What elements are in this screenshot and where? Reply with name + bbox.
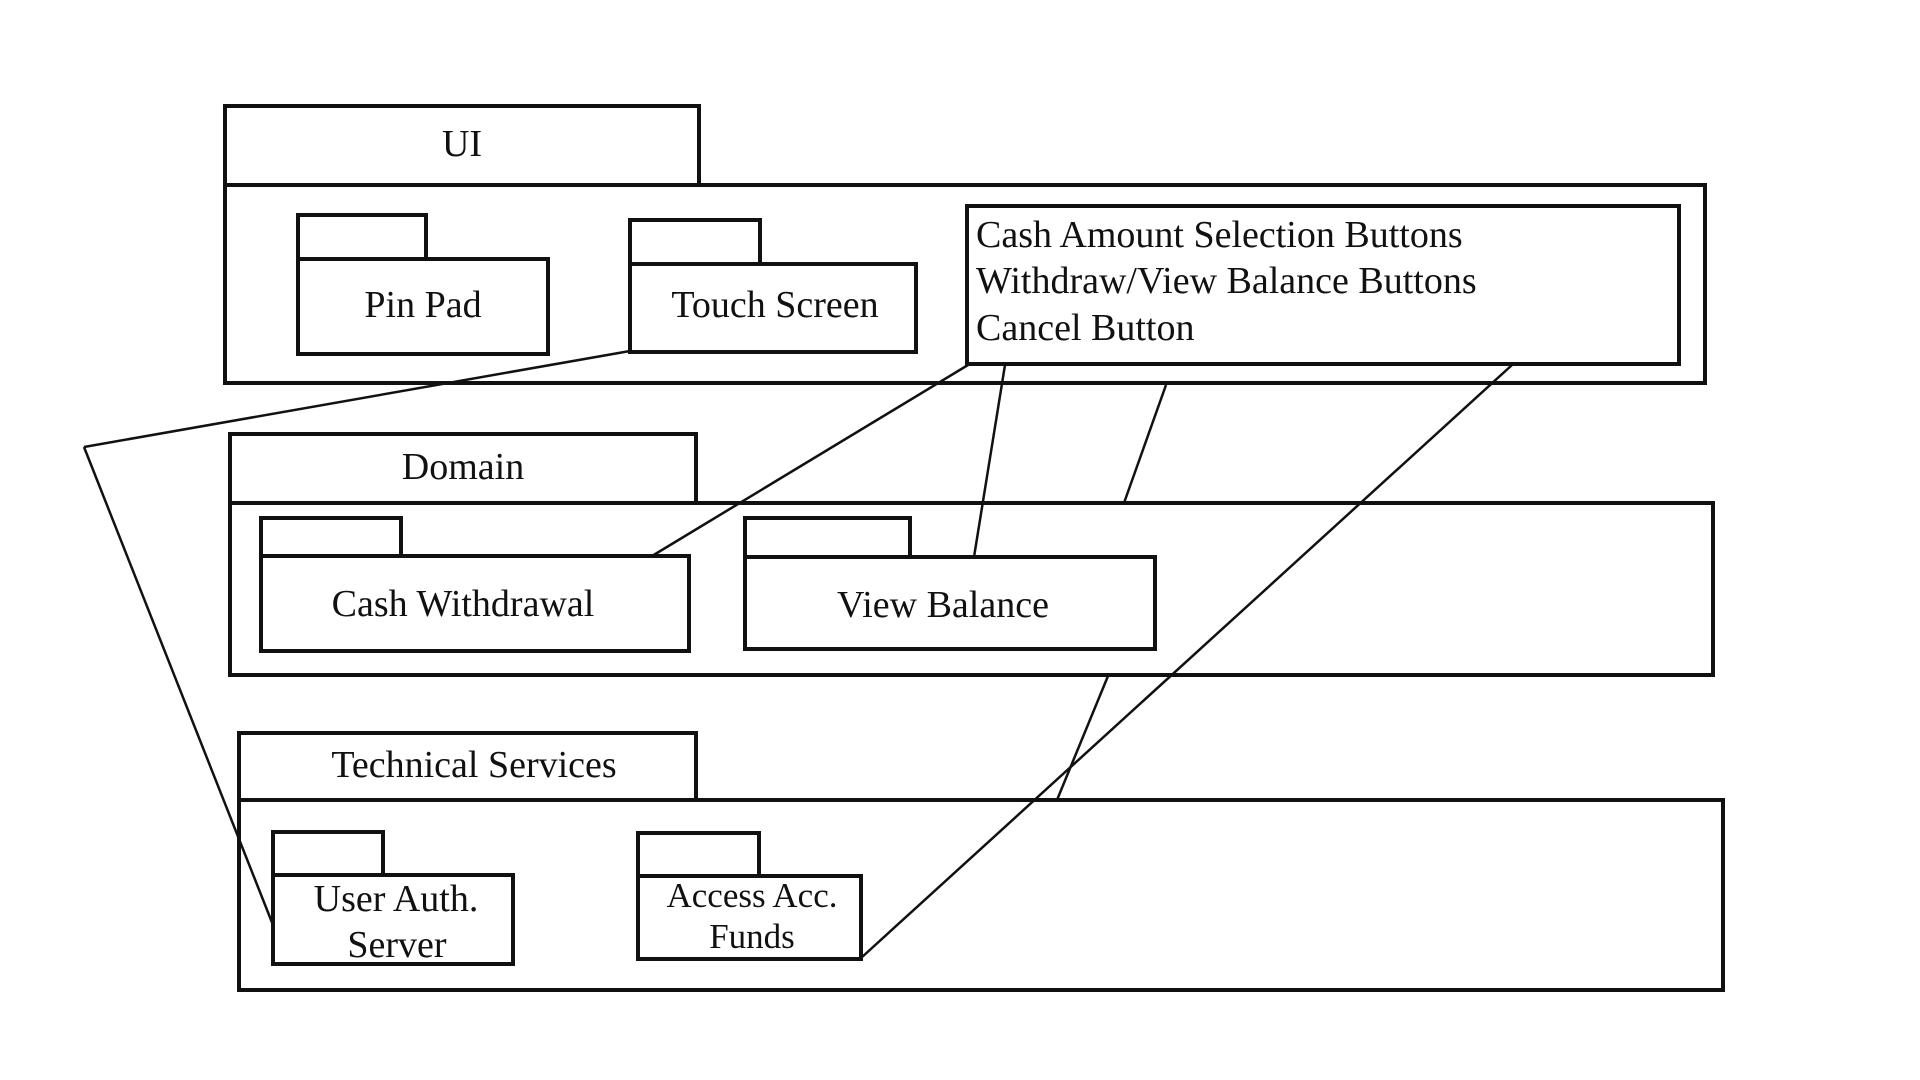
access-acc-funds-tab [636, 831, 761, 878]
view-balance-body [743, 555, 1157, 651]
ui-layer-package: UI Pin Pad Touch Screen Cash Amount Sele… [223, 104, 1707, 385]
user-auth-server-label-line-1: User Auth. [314, 878, 479, 920]
access-acc-funds-package: Access Acc. Funds [636, 831, 863, 961]
connector-buttons-note-to-cash-withdrawal [651, 363, 969, 558]
connector-left-bend-to-user-auth-server [82, 446, 275, 926]
user-auth-server-tab [271, 830, 385, 877]
domain-layer-tab [228, 432, 698, 505]
view-balance-tab [743, 516, 912, 559]
note-line-withdraw-view: Withdraw/View Balance Buttons [976, 260, 1477, 302]
connector-buttons-note-to-domain-layer [1122, 384, 1168, 504]
cash-withdrawal-label: Cash Withdrawal [332, 583, 595, 625]
connector-buttons-note-to-access-acc-funds [860, 364, 1513, 959]
ui-layer-title: UI [442, 123, 482, 165]
access-acc-funds-body [636, 874, 863, 961]
user-auth-server-label-line-2: Server [347, 924, 447, 966]
user-auth-server-package: User Auth. Server [271, 830, 515, 966]
note-line-cancel: Cancel Button [976, 307, 1194, 349]
cash-withdrawal-package: Cash Withdrawal [259, 516, 691, 653]
cash-withdrawal-tab [259, 516, 403, 558]
view-balance-label: View Balance [837, 584, 1049, 626]
domain-layer-package: Domain Cash Withdrawal View Balance [228, 432, 1715, 677]
pin-pad-label: Pin Pad [364, 284, 481, 326]
connector-buttons-note-to-view-balance [972, 364, 1007, 558]
pin-pad-package: Pin Pad [296, 213, 550, 356]
user-auth-server-body [271, 873, 515, 966]
access-acc-funds-label-line-1: Access Acc. [666, 876, 837, 915]
touch-screen-buttons-note: Cash Amount Selection Buttons Withdraw/V… [965, 204, 1681, 366]
note-line-cash-amount: Cash Amount Selection Buttons [976, 214, 1463, 256]
technical-services-layer-package: Technical Services User Auth. Server Acc… [237, 731, 1725, 992]
access-acc-funds-label-line-2: Funds [709, 917, 795, 956]
touch-screen-package: Touch Screen [628, 218, 918, 354]
buttons-note-box [965, 204, 1681, 366]
touch-screen-body [628, 262, 918, 354]
domain-layer-title: Domain [402, 446, 524, 488]
view-balance-package: View Balance [743, 516, 1157, 651]
connector-touch-screen-to-left-bend [83, 349, 631, 449]
touch-screen-tab [628, 218, 762, 266]
ui-layer-tab [223, 104, 701, 187]
touch-screen-label: Touch Screen [671, 284, 878, 326]
technical-services-layer-title: Technical Services [331, 744, 616, 786]
pin-pad-body [296, 257, 550, 356]
connector-domain-layer-to-technical-services-layer [1055, 675, 1110, 801]
cash-withdrawal-body [259, 554, 691, 653]
pin-pad-tab [296, 213, 428, 261]
